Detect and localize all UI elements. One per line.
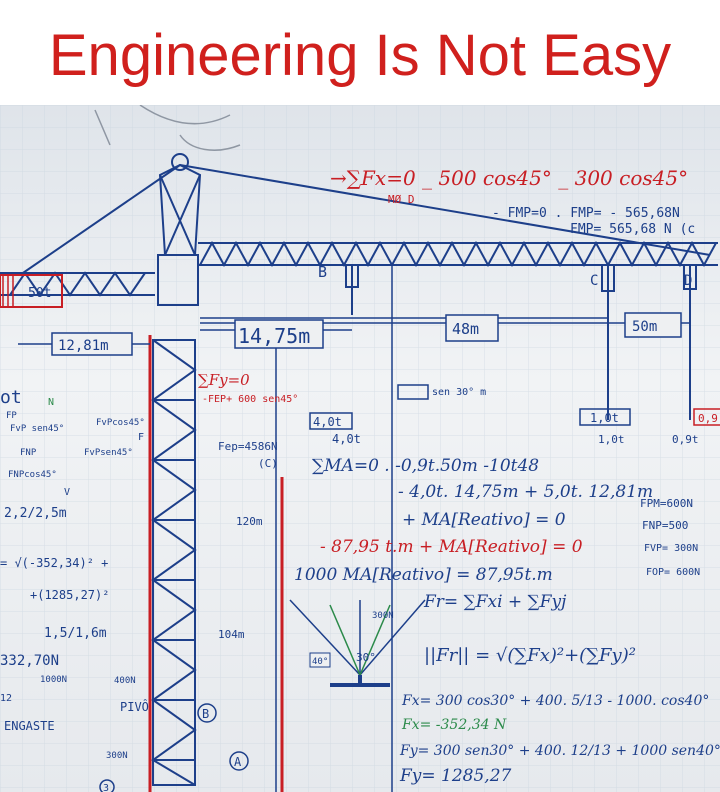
note-fp: FP: [6, 411, 17, 421]
circle-b-label: B: [202, 707, 209, 721]
circle-3: [99, 779, 115, 792]
eq-fnp: FNP=500: [642, 519, 688, 532]
eq-sum-fy: ∑Fy=0: [198, 371, 250, 389]
dim-120: 120m: [236, 515, 263, 528]
note-pivo: PIVÔ: [120, 699, 149, 714]
note-v: V: [64, 487, 70, 498]
dim-104: 104m: [218, 628, 245, 641]
note-fvpcos: FvPcos45°: [96, 418, 145, 428]
dim-1281: 12,81m: [58, 338, 109, 354]
ang-40: 40°: [312, 657, 328, 667]
faint-sketch: [94, 105, 241, 151]
eq-fep-c: (C): [258, 457, 278, 470]
eq-fr: Fr= ∑Fxi + ∑Fyj: [423, 592, 567, 612]
dim-box-48: [445, 314, 499, 342]
note-ratio-2: 1,5/1,6m: [44, 626, 107, 641]
note-300n-b: 300N: [106, 751, 128, 761]
box-09-label: 0,9: [698, 412, 718, 425]
crane-tower-top: [19, 153, 711, 306]
box-40t: [309, 412, 353, 430]
eq-ma-4: - 87,95 t.m + MA[Reativo] = 0: [320, 537, 583, 557]
val-10t: 1,0t: [598, 433, 625, 446]
note-fvp-left: FvP sen45°: [10, 424, 64, 434]
note-fvp-sen: FvPsen45°: [84, 448, 133, 458]
dim-48: 48m: [452, 320, 479, 338]
crane-jib: [198, 240, 718, 268]
note-fnp-cos: FNPcos45°: [8, 470, 57, 480]
crane-mast: [151, 339, 197, 786]
circle-a: [229, 751, 249, 771]
hook-b: [345, 264, 359, 315]
eq-fx-2: Fx= -352,34 N: [401, 717, 507, 733]
n-300: 300N: [372, 611, 394, 621]
eq-fep: -FEP+ 600 sen45°: [202, 394, 298, 405]
eq-mo-d: MØ D: [388, 193, 415, 206]
note-1000n: 1000N: [40, 675, 67, 685]
eq-fmp-2: FMP= 565,68 N (c: [570, 222, 695, 237]
dim-1475: 14,75m: [238, 324, 310, 348]
hook-d: [683, 264, 697, 420]
small-box: [397, 384, 429, 400]
ang-30: 30°: [356, 651, 376, 664]
eq-sum-fx: →∑Fx=0 _ 500 cos45° _ 300 cos45°: [330, 166, 688, 190]
note-engaste: ENGASTE: [4, 719, 55, 733]
title-bar: Engineering Is Not Easy: [0, 0, 720, 105]
circle-b: [197, 703, 217, 723]
label-b: B: [318, 263, 327, 281]
eq-ma-1: ∑MA=0 . -0,9t.50m -10t48: [312, 456, 539, 476]
val-09t: 0,9t: [672, 433, 699, 446]
circle-a-label: A: [234, 755, 242, 769]
eq-fmp-1: - FMP=0 . FMP= - 565,68N: [492, 206, 680, 221]
note-sqrt: = √(-352,34)² +: [0, 556, 108, 570]
crane-sketch-photo: 50t B C D 12,81m 14,75m 48m 50m →∑Fx=0 _…: [0, 105, 720, 792]
note-n: N: [48, 397, 54, 408]
eq-fr-mag: ||Fr|| = √(∑Fx)²+(∑Fy)²: [424, 645, 636, 666]
dim-box-1475: [234, 319, 324, 349]
counterweight-block: 50t: [0, 274, 63, 308]
note-12: 12: [0, 693, 12, 704]
ang-box-40: [309, 652, 331, 668]
note-ratio: 2,2/2,5m: [4, 506, 67, 521]
eq-fop: FOP= 600N: [646, 567, 700, 578]
val-40t: 4,0t: [332, 432, 361, 446]
note-fnp-left: FNP: [20, 448, 37, 458]
note-res: 332,70N: [0, 653, 59, 669]
box-10t-label: 1,0t: [590, 411, 619, 425]
counterweight-label: 50t: [28, 286, 51, 301]
eq-fep-val: Fep=4586N: [218, 440, 278, 453]
force-diagram: [289, 599, 426, 687]
eq-ma-2: - 4,0t. 14,75m + 5,0t. 12,81m: [398, 482, 653, 502]
label-d: D: [684, 273, 692, 289]
hook-c: [601, 264, 615, 420]
sketch-canvas: 50t B C D 12,81m 14,75m 48m 50m →∑Fx=0 _…: [0, 105, 720, 792]
eq-ma-3: + MA[Reativo] = 0: [402, 510, 566, 530]
label-c: C: [590, 273, 598, 289]
eq-fpm: FPM=600N: [640, 497, 693, 510]
eq-fx-1: Fx= 300 cos30° + 400. 5/13 - 1000. cos40…: [401, 693, 709, 709]
dim-50: 50m: [632, 319, 657, 335]
note-400n: 400N: [114, 676, 136, 686]
note-ot: ot: [0, 387, 22, 408]
box-09: [693, 408, 720, 426]
eq-fy-2: Fy= 1285,27: [399, 766, 512, 786]
eq-ma-5: 1000 MA[Reativo] = 87,95t.m: [294, 565, 553, 585]
eq-fvp: FVP= 300N: [644, 543, 698, 554]
eq-fy-1: Fy= 300 sen30° + 400. 12/13 + 1000 sen40…: [399, 743, 720, 759]
dim-box-50: [624, 312, 682, 338]
dim-box-1281: [51, 332, 133, 356]
box-40t-label: 4,0t: [313, 415, 342, 429]
page-title: Engineering Is Not Easy: [48, 23, 672, 88]
note-f: F: [138, 432, 144, 443]
counter-jib: [0, 271, 155, 297]
sen30-note: sen 30° m: [432, 387, 486, 398]
note-sqrt-2: +(1285,27)²: [30, 588, 109, 602]
circle-3-label: 3: [103, 783, 109, 792]
box-10t: [579, 408, 631, 426]
